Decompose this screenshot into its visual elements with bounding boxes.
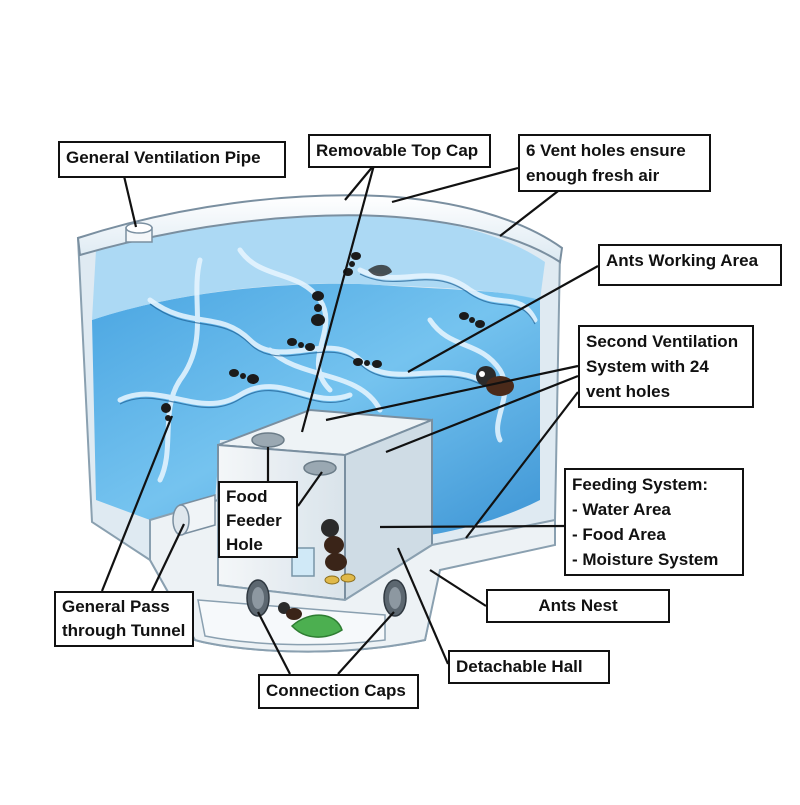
line-feeder-b [297,471,323,507]
top-cap [76,194,564,264]
line-tunnel-b [151,523,185,592]
label-text: - Food Area [572,525,666,544]
line-top-cap-a [344,164,375,201]
label-text: enough fresh air [526,166,660,185]
label-text: Connection Caps [266,681,406,700]
label-text: Food [226,487,268,506]
line-hall [396,547,450,665]
line-feeding [379,524,565,529]
label-text: System with 24 [586,357,709,376]
label-connection-caps: Connection Caps [258,674,419,709]
line-vent-holes-b [499,187,563,237]
line-vent-pipe [122,175,138,228]
label-text: - Water Area [572,500,671,519]
ant-icon [287,338,315,351]
cartoon-ant-icon [278,602,302,620]
lower-hall [149,498,556,653]
gel-upper [92,215,545,320]
label-text: Feeding System: [572,475,709,494]
line-second-vent-c [465,391,579,539]
ant-icon [343,252,361,276]
gel-working-area [92,283,540,535]
label-text: vent holes [586,382,671,401]
line-tunnel-a [100,415,174,592]
label-food-feeder-hole: Food Feeder Hole [218,481,298,558]
label-text: Feeder [226,511,282,530]
label-second-ventilation-system: Second Ventilation System with 24 vent h… [578,325,754,408]
label-text: Detachable Hall [456,657,583,676]
feeder-hole-2 [303,460,337,476]
label-removable-top-cap: Removable Top Cap [308,134,491,168]
line-top-cap-b [300,164,376,433]
ventilation-pipe [125,222,153,243]
small-leaf-icon [368,264,392,277]
line-working-area [407,265,599,373]
pass-through-tunnel-pipe [172,494,216,536]
label-general-ventilation-pipe: General Ventilation Pipe [58,141,286,178]
tunnel-outlines [119,273,536,409]
line-second-vent-b [385,374,579,454]
ant-icon [459,312,485,328]
cartoon-ant-icon [321,519,347,571]
label-text: Ants Nest [538,596,618,615]
connection-caps [246,579,407,617]
label-text: General Ventilation Pipe [66,148,261,167]
label-text: Ants Working Area [606,251,759,270]
label-text: 6 Vent holes ensure [526,141,686,160]
line-nest [429,569,487,607]
label-text: Second Ventilation [586,332,739,351]
label-text: - Moisture System [572,550,719,569]
line-caps-b [337,611,395,675]
label-ants-nest: Ants Nest [486,589,670,623]
line-second-vent-a [325,364,579,422]
callout-lines [100,164,599,675]
label-text: Removable Top Cap [316,141,479,160]
ants [161,252,514,620]
label-general-pass-through-tunnel: General Pass through Tunnel [54,591,194,647]
ant-icon [161,403,171,421]
ant-icon [311,291,325,326]
label-text: Hole [226,535,263,554]
line-caps-a [257,611,291,675]
label-vent-holes: 6 Vent holes ensure enough fresh air [518,134,711,192]
line-vent-holes-a [391,166,519,204]
label-feeding-system: Feeding System: - Water Area - Food Area… [564,468,744,576]
ant-icon [353,358,382,368]
label-text: General Pass [62,597,170,616]
leaf-icon [290,614,343,638]
food-pellets [324,573,356,585]
label-detachable-hall: Detachable Hall [448,650,610,684]
label-text: through Tunnel [62,621,186,640]
ant-icon [229,369,259,384]
label-ants-working-area: Ants Working Area [598,244,782,286]
feeder-hole-1 [251,432,285,448]
